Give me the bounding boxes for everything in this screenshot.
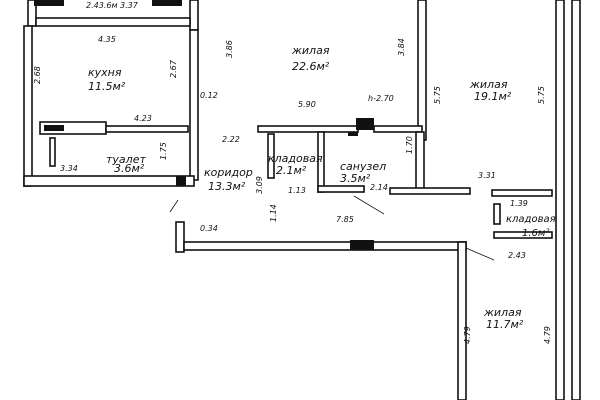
wall-segment: [35, 17, 191, 27]
dim-label: 2.68: [33, 66, 42, 84]
wall-segment: [175, 221, 185, 253]
living3-area: 11.7м²: [486, 318, 524, 331]
wall-segment: [389, 187, 471, 195]
dim-label: 3.34: [60, 164, 78, 173]
room-labels: кухня 11.5м² жилая 22.6м² жилая 19.1м² ж…: [88, 44, 556, 331]
storage2-name: кладовая: [506, 214, 556, 225]
window-segment: [34, 0, 64, 6]
dim-label: 1.14: [269, 204, 278, 222]
dim-label: 1.39: [510, 199, 528, 208]
wall-segment: [189, 29, 199, 181]
living2-area: 19.1м²: [474, 90, 512, 103]
dim-label: 5.90: [298, 100, 316, 109]
wall-segment: [49, 137, 56, 167]
wall-segment: [415, 131, 425, 193]
wall-segment: [555, 0, 565, 400]
wall-segment: [491, 189, 553, 197]
dim-label: 0.12: [200, 91, 218, 100]
dim-label: 1.70: [405, 136, 414, 154]
dim-label: 3.31: [478, 171, 496, 180]
window-segment: [152, 0, 182, 6]
storage1-area: 2.1м²: [276, 164, 307, 177]
wall-segment: [267, 133, 275, 179]
dim-label: 2.43.6м 3.37: [86, 1, 139, 10]
door-swing: [353, 195, 385, 215]
dim-label: 4.79: [543, 326, 552, 344]
dim-label: 2.67: [169, 59, 178, 78]
living1-area: 22.6м²: [292, 60, 330, 73]
wall-segment: [350, 240, 374, 250]
wall-segment: [417, 0, 427, 141]
toilet-name: туалет: [106, 153, 146, 166]
dim-label: h-2.70: [368, 94, 394, 103]
wall-segment: [348, 132, 358, 136]
wall-segment: [105, 125, 189, 133]
wall-segment: [571, 0, 581, 400]
bathroom-area: 3.5м²: [340, 172, 371, 185]
wall-segment: [493, 231, 553, 239]
dim-label: 2.43: [508, 251, 526, 260]
wall-segment: [189, 0, 199, 31]
toilet-area: 3.6м²: [114, 162, 145, 175]
dim-label: 4.35: [98, 35, 116, 44]
wall-segment: [493, 203, 501, 225]
living1-name: жилая: [291, 44, 330, 57]
storage1-name: кладовая: [268, 152, 323, 165]
dim-label: 4.79: [463, 326, 472, 344]
dim-label: 4.23: [134, 114, 152, 123]
dim-label: 2.22: [222, 135, 240, 144]
wall-segment: [356, 118, 374, 130]
wall-segment: [317, 185, 365, 193]
dim-label: 0.34: [200, 224, 218, 233]
dim-label: 1.13: [288, 186, 306, 195]
wall-segment: [183, 241, 467, 251]
dim-label: 2.14: [370, 183, 388, 192]
door-swing: [169, 199, 179, 213]
walls: [23, 0, 581, 400]
wall-segment: [373, 125, 423, 133]
dim-label: 5.75: [433, 86, 442, 104]
living3-name: жилая: [483, 306, 522, 319]
wall-segment: [23, 25, 33, 187]
dim-label: 3.84: [397, 38, 406, 56]
corridor-area: 13.3м²: [208, 180, 246, 193]
dimension-labels: 2.43.6м 3.37 4.35 2.68 2.67 3.86 3.84 0.…: [33, 1, 552, 344]
storage2-area: 1.6м²: [522, 228, 549, 239]
dim-label: 3.86: [225, 40, 234, 58]
door-swing: [175, 175, 187, 187]
corridor-name: коридор: [204, 166, 253, 179]
dim-label: 5.75: [537, 86, 546, 104]
kitchen-name: кухня: [88, 66, 122, 79]
kitchen-area: 11.5м²: [88, 80, 126, 93]
dim-label: 1.75: [159, 142, 168, 160]
bathroom-name: санузел: [340, 160, 386, 173]
wall-segment: [23, 175, 195, 187]
dim-label: 3.09: [255, 176, 264, 194]
window-segment: [44, 125, 64, 131]
dim-label: 7.85: [336, 215, 354, 224]
living2-name: жилая: [469, 78, 508, 91]
wall-segment: [457, 241, 467, 400]
wall-segment: [257, 125, 359, 133]
door-swing: [465, 247, 495, 261]
